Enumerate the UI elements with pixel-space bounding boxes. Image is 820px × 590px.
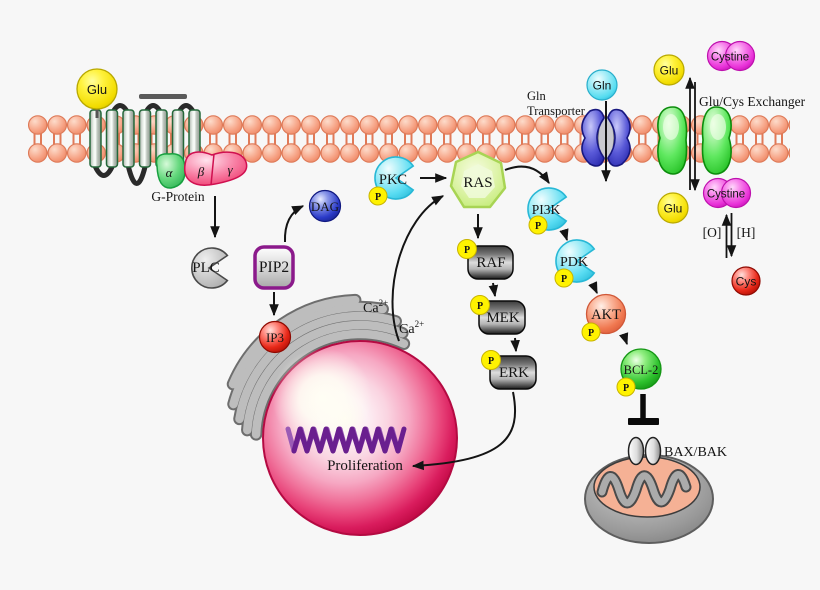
inhibition-tbar [628, 394, 659, 425]
svg-text:Cystine: Cystine [707, 189, 745, 201]
receptor-helices [89, 109, 201, 168]
svg-text:P: P [464, 245, 470, 256]
calcium-label-1: Ca2+ [363, 298, 388, 316]
phospho-badge-pkc: P [368, 186, 388, 206]
svg-text:Cystine: Cystine [711, 52, 749, 64]
ip3-label: IP3 [266, 330, 284, 345]
raf-label: RAF [476, 255, 505, 271]
gln-transporter-label-2: Transporter [527, 104, 586, 118]
pdk-node: PDK P [554, 239, 596, 288]
arrow-raf-to-mek [488, 282, 499, 298]
akt-label: AKT [591, 307, 621, 323]
erk-label: ERK [499, 365, 529, 381]
svg-text:P: P [477, 301, 483, 312]
gln-transporter-left-lobe [581, 108, 605, 167]
pip2-node: PIP2 [253, 245, 295, 290]
mek-node: MEK P [470, 295, 526, 335]
phospho-badge-bcl2: P [616, 377, 636, 397]
arrow-erk-to-proliferation [411, 391, 517, 471]
pdk-label: PDK [560, 255, 588, 270]
svg-text:P: P [535, 221, 541, 232]
receptor-loop-bottom-1 [93, 164, 115, 178]
phospho-badge-pi3k: P [528, 215, 548, 235]
arrow-pdk-to-akt [588, 281, 598, 295]
raf-node: RAF P [457, 239, 514, 280]
pkc-label: PKC [379, 172, 407, 188]
ip3-node: IP3 [258, 320, 292, 354]
beta-gamma-divider [210, 153, 215, 186]
calcium-label-2: Ca2+ [399, 319, 424, 337]
gln-transporter-label-1: Gln [527, 89, 547, 103]
exchanger-flux-arrows [685, 76, 700, 192]
svg-text:Glu: Glu [660, 64, 679, 78]
cys-molecule: Cys [731, 266, 761, 296]
glu-molecule-top: Glu [653, 54, 685, 86]
dag-node: DAG [308, 189, 342, 223]
arrow-calcium-to-ras [391, 195, 445, 342]
nucleus-highlight [272, 348, 372, 448]
plc-label: PLC [192, 260, 220, 276]
receptor-loop-bottom-2 [126, 164, 148, 186]
gln-molecule-label: Gln [593, 79, 612, 93]
glu-molecule-bottom: Glu [657, 192, 689, 224]
cystine-bottom: Cystine [702, 177, 752, 209]
arrow-ras-to-pi3k [504, 165, 550, 184]
phospho-badge-erk: P [481, 350, 501, 370]
pi3k-node: PI3K P [527, 187, 568, 235]
redox-arrows [721, 213, 737, 258]
phospho-badge-akt: P [581, 322, 601, 342]
svg-text:Cys: Cys [736, 275, 757, 289]
glu-ligand: Glu [76, 68, 118, 110]
phospho-badge-pdk: P [554, 268, 574, 288]
dag-label: DAG [311, 199, 339, 214]
arrow-akt-to-bcl2 [619, 332, 629, 346]
pip2-label: PIP2 [259, 259, 289, 276]
oxidation-label: [O] [703, 225, 722, 240]
arrow-pip2-to-dag [283, 205, 305, 243]
mek-label: MEK [486, 310, 520, 326]
phospho-badge-mek: P [470, 295, 490, 315]
mitochondria-cristae [596, 469, 692, 509]
svg-text:P: P [588, 328, 594, 339]
gln-transporter-right-lobe [607, 108, 631, 167]
akt-node: AKT P [581, 293, 627, 342]
gln-molecule: Gln [586, 69, 618, 101]
alpha-label: α [166, 165, 174, 180]
g-protein-label: G-Protein [151, 189, 204, 204]
erk-node: ERK P [481, 350, 537, 390]
arrow-pi3k-to-pdk [559, 228, 569, 242]
beta-label: β [197, 164, 205, 179]
gln-transporter: Gln Transporter [527, 89, 631, 167]
pkc-node: PKC P [368, 156, 415, 206]
bax-bak-label: BAX/BAK [664, 445, 727, 460]
svg-text:Glu: Glu [664, 202, 683, 216]
gamma-label: γ [227, 162, 233, 177]
exchanger-label: Glu/Cys Exchanger [699, 94, 806, 109]
g-protein: α β γ G-Protein [151, 151, 248, 204]
svg-text:P: P [623, 383, 629, 394]
dna-helix [285, 426, 407, 454]
ras-label: RAS [463, 175, 492, 191]
bcl2-label: BCL-2 [624, 363, 659, 377]
glu-cys-exchanger: Glu/Cys Exchanger [657, 94, 806, 175]
nucleus: Proliferation [262, 340, 458, 536]
svg-text:P: P [561, 274, 567, 285]
svg-text:P: P [488, 356, 494, 367]
bcl2-node: BCL-2 P [616, 348, 662, 397]
g-protein-beta-gamma [183, 151, 248, 186]
glu-ligand-label: Glu [87, 82, 107, 97]
plc-enzyme: PLC [191, 247, 229, 289]
receptor-n-terminus-bar [139, 94, 187, 99]
phospho-badge-raf: P [457, 239, 477, 259]
proliferation-label: Proliferation [327, 458, 403, 474]
arrow-mek-to-erk [510, 337, 520, 353]
ras-node: RAS [449, 150, 507, 209]
cystine-top: Cystine [706, 40, 756, 72]
reduction-label: [H] [737, 225, 756, 240]
bax-bak-pores [627, 436, 662, 466]
mitochondria: BAX/BAK [584, 436, 727, 544]
pi3k-label: PI3K [532, 202, 561, 217]
svg-text:P: P [375, 192, 381, 203]
